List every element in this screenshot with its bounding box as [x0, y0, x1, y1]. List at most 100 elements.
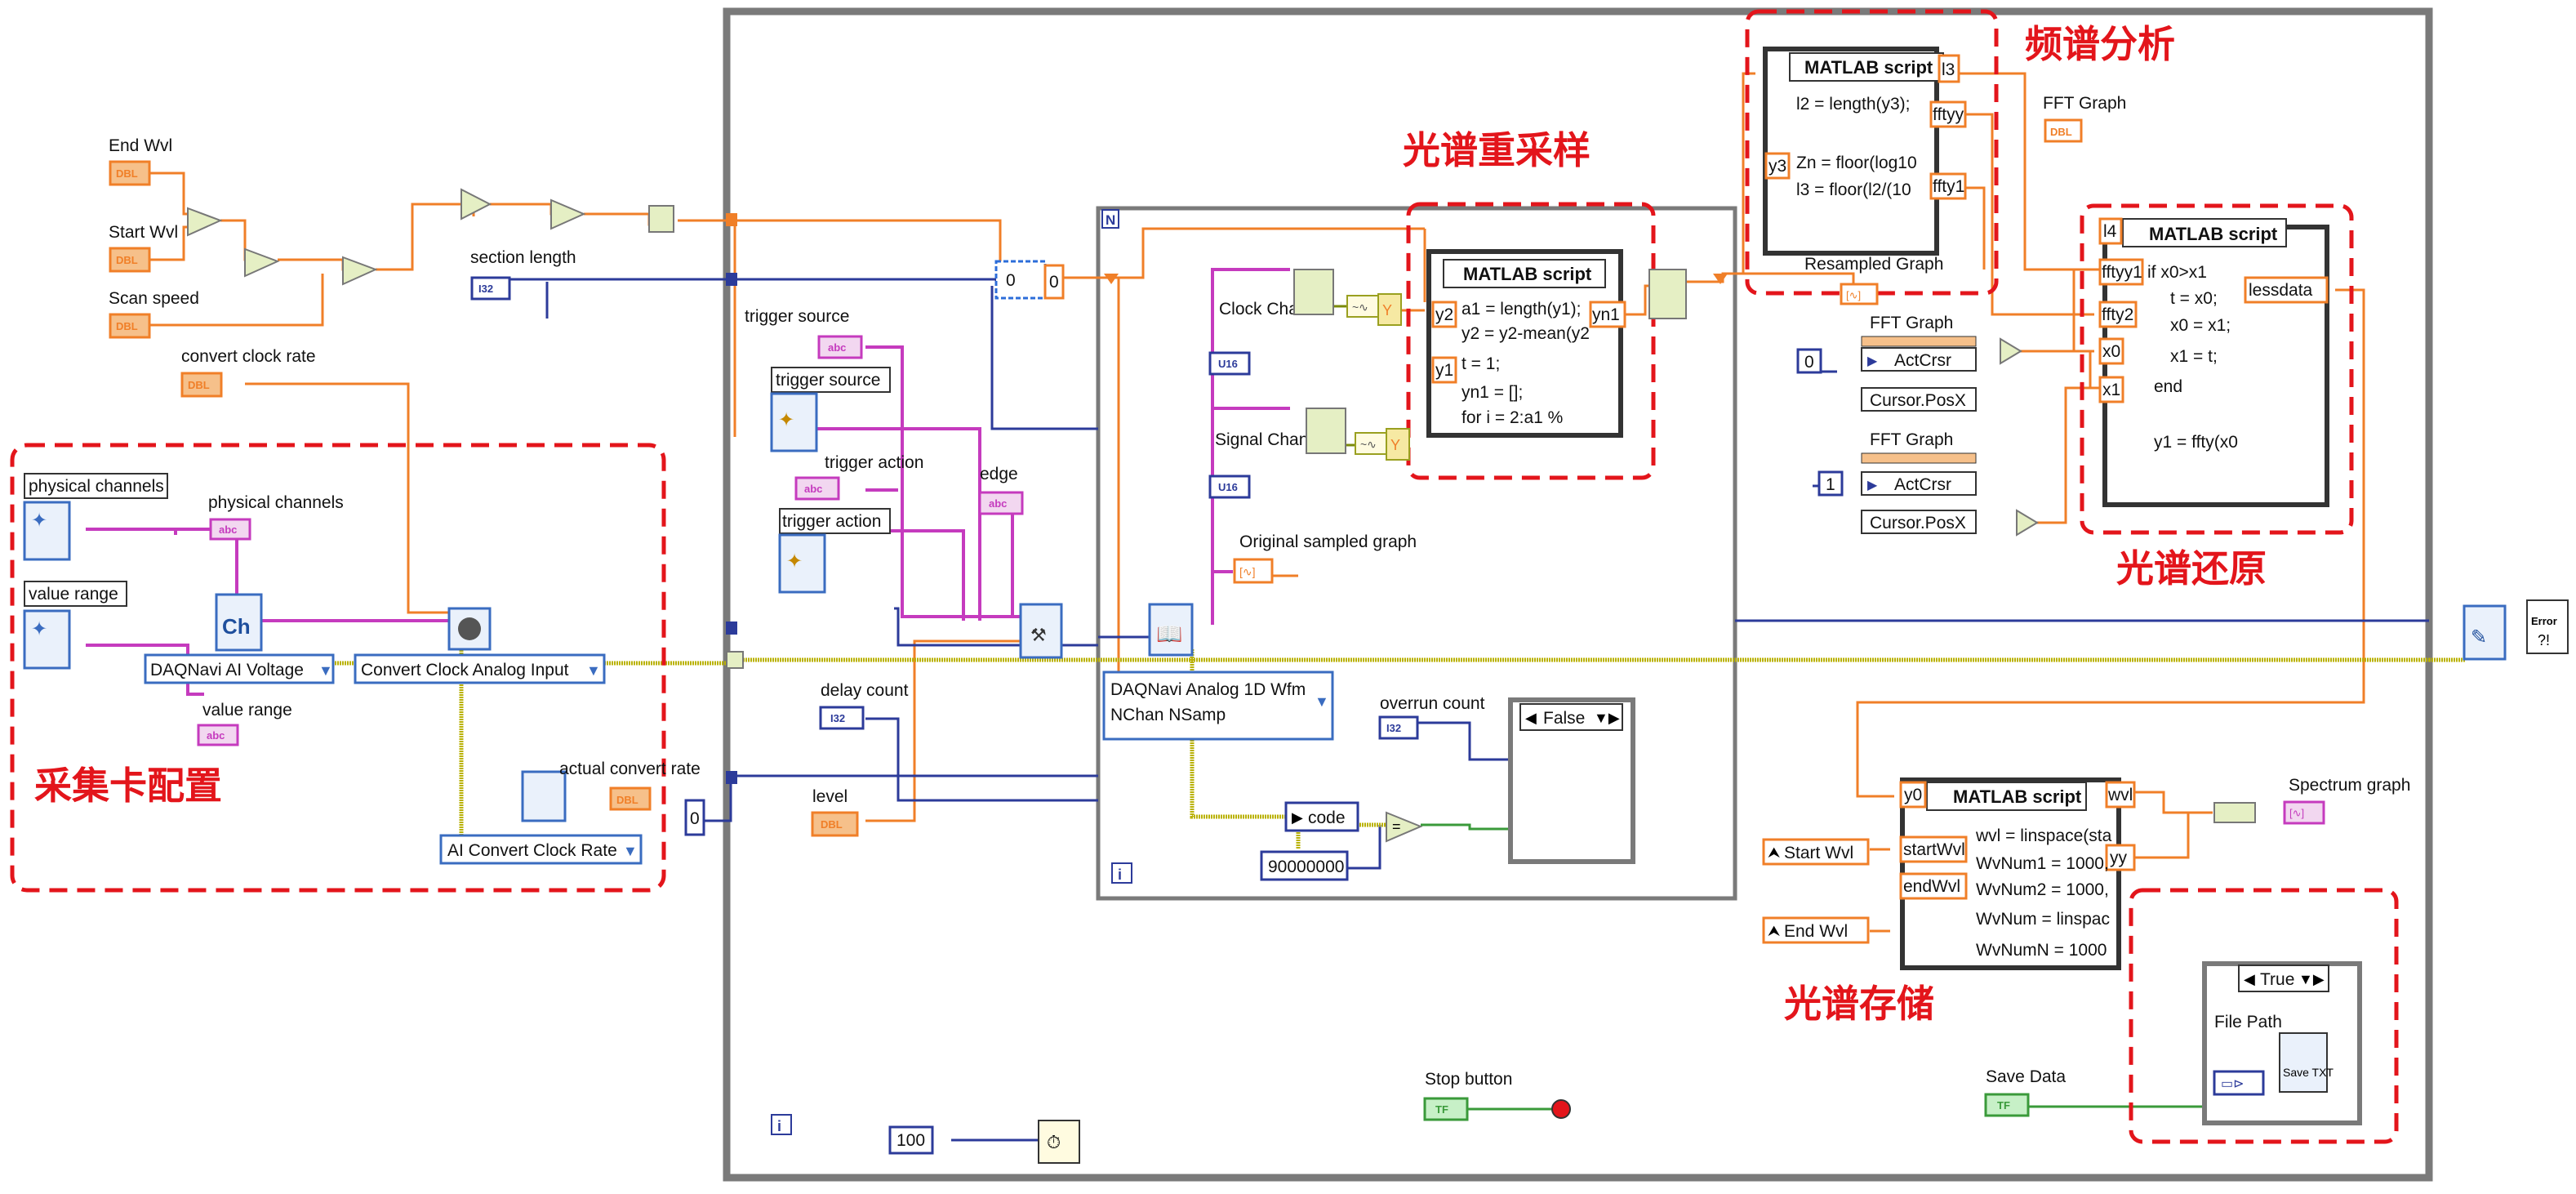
- svg-text:DAQNavi Analog 1D Wfm: DAQNavi Analog 1D Wfm: [1110, 680, 1306, 699]
- svg-text:y2: y2: [1435, 305, 1453, 324]
- svg-text:Cursor.PosX: Cursor.PosX: [1870, 391, 1966, 410]
- wait-ms-icon[interactable]: ⏱: [1038, 1120, 1080, 1164]
- svg-text:DBL: DBL: [188, 379, 210, 391]
- end-wvl-local[interactable]: ⮝ End Wvl: [1762, 916, 1870, 944]
- trigger-source-indicator: trigger source abc: [745, 307, 863, 359]
- daqnavi-clear-icon[interactable]: ✎: [2463, 604, 2507, 661]
- stop-button-control[interactable]: Stop button TF: [1423, 1070, 1571, 1121]
- index-array-node[interactable]: 0 0: [994, 260, 1119, 300]
- svg-text:abc: abc: [219, 523, 237, 536]
- start-wvl-control[interactable]: Start Wvl DBL: [109, 223, 178, 273]
- svg-text:I32: I32: [830, 712, 845, 724]
- svg-text:✦: ✦: [778, 409, 794, 431]
- physical-channels-node[interactable]: physical channels ✦: [23, 473, 168, 561]
- svg-text:FFT Graph: FFT Graph: [1870, 314, 1953, 332]
- scan-speed-control[interactable]: Scan speed DBL: [109, 289, 199, 339]
- svg-text:value range: value range: [29, 585, 118, 604]
- original-sampled-graph: Original sampled graph [∿]: [1233, 532, 1417, 584]
- svg-text:WvNum1 = 1000,: WvNum1 = 1000,: [1976, 854, 2109, 873]
- svg-text:Cursor.PosX: Cursor.PosX: [1870, 514, 1966, 532]
- daqnavi-read-icon[interactable]: 📖: [1148, 603, 1194, 657]
- ai-voltage-select[interactable]: DAQNavi AI Voltage ▼: [144, 653, 335, 684]
- signal-index-node[interactable]: ~∿ Y: [1306, 408, 1410, 461]
- level-control[interactable]: level DBL: [811, 787, 859, 837]
- wait-constant[interactable]: 100: [888, 1125, 934, 1155]
- for-loop-frame[interactable]: [1096, 206, 1737, 901]
- error-handler-icon[interactable]: Error ?!: [2526, 599, 2569, 654]
- svg-text:abc: abc: [989, 497, 1007, 510]
- trigger-source-node[interactable]: trigger source ✦: [770, 367, 891, 452]
- svg-text:DBL: DBL: [116, 254, 138, 266]
- value-range-node[interactable]: value range ✦: [23, 581, 127, 670]
- convert-clock-node[interactable]: [447, 607, 492, 651]
- case-structure-false[interactable]: ◀ False ▼▶: [1508, 697, 1635, 864]
- code-unbundle-node[interactable]: ▶ code =: [1284, 801, 1423, 843]
- label-resample: 光谱重采样: [1403, 129, 1591, 172]
- end-wvl-control[interactable]: End Wvl DBL: [109, 136, 172, 186]
- svg-text:startWvl: startWvl: [1903, 840, 1965, 859]
- svg-text:Convert Clock Analog Input: Convert Clock Analog Input: [361, 661, 569, 679]
- svg-text:◀: ◀: [1525, 710, 1537, 726]
- svg-text:y2 = y2-mean(y2: y2 = y2-mean(y2: [1462, 324, 1590, 343]
- code-constant[interactable]: 90000000: [1260, 850, 1349, 881]
- svg-text:yn1: yn1: [1592, 305, 1620, 324]
- while-loop-frame[interactable]: [723, 7, 2433, 1182]
- build-array-node[interactable]: [1648, 269, 1728, 319]
- svg-text:Zn = floor(log10: Zn = floor(log10: [1796, 154, 1917, 172]
- daqnavi-trigger-icon[interactable]: ⚒: [1019, 603, 1063, 659]
- save-txt-icon[interactable]: Save TXT: [2279, 1032, 2334, 1093]
- svg-text:y1 = ffty(x0: y1 = ffty(x0: [2154, 433, 2238, 452]
- svg-text:TF: TF: [1435, 1103, 1448, 1116]
- clock-index-node[interactable]: ~∿ Y: [1293, 269, 1402, 326]
- svg-text:DBL: DBL: [821, 818, 843, 831]
- svg-text:~∿: ~∿: [1352, 301, 1368, 314]
- matlab-store-node[interactable]: MATLAB script y0 startWvl endWvl wvl yy …: [1899, 777, 2136, 970]
- convert-clock-select[interactable]: Convert Clock Analog Input ▼: [354, 653, 606, 684]
- svg-text:DBL: DBL: [116, 167, 138, 180]
- svg-text:value range: value range: [202, 701, 292, 720]
- save-data-control[interactable]: Save Data TF: [1984, 1067, 2066, 1117]
- ai-convert-clock-select[interactable]: AI Convert Clock Rate ▼: [439, 834, 643, 865]
- svg-text:convert clock rate: convert clock rate: [181, 347, 316, 366]
- fft-graph-property-2[interactable]: 1 FFT Graph ▶ ActCrsr Cursor.PosX: [1817, 430, 2039, 537]
- matlab-restore-node[interactable]: MATLAB script l4 fftyy1 ffty2 x0 x1 less…: [2098, 217, 2329, 507]
- svg-text:1: 1: [1826, 475, 1835, 494]
- svg-text:x0: x0: [2102, 342, 2120, 361]
- svg-text:End Wvl: End Wvl: [109, 136, 172, 155]
- svg-text:yy: yy: [2110, 849, 2128, 867]
- svg-text:📖: 📖: [1156, 622, 1182, 646]
- convert-clock-rate-control[interactable]: convert clock rate DBL: [180, 347, 316, 398]
- signal-channel-control[interactable]: Signal Channel U16: [1208, 430, 1331, 499]
- svg-text:WvNum = linspac: WvNum = linspac: [1976, 910, 2110, 929]
- actual-convert-rate-node: actual convert rate DBL: [521, 760, 701, 822]
- svg-text:100: 100: [896, 1131, 925, 1150]
- svg-text:✦: ✦: [786, 550, 803, 572]
- svg-text:trigger source: trigger source: [745, 307, 849, 326]
- start-wvl-local[interactable]: ⮝ Start Wvl: [1762, 838, 1870, 866]
- svg-text:DBL: DBL: [616, 794, 638, 806]
- svg-text:for i = 2:a1 %: for i = 2:a1 %: [1462, 408, 1563, 427]
- svg-text:⮝: ⮝: [1768, 923, 1780, 939]
- daqnavi-config-icon[interactable]: Ch: [215, 593, 263, 652]
- section-length-indicator: section length I32: [470, 248, 576, 301]
- svg-text:Save Data: Save Data: [1986, 1067, 2066, 1086]
- svg-text:overrun count: overrun count: [1380, 694, 1485, 713]
- svg-text:I32: I32: [478, 283, 493, 295]
- analog-wfm-select[interactable]: DAQNavi Analog 1D Wfm NChan NSamp ▼: [1102, 671, 1334, 741]
- zero-constant[interactable]: 0: [684, 799, 705, 836]
- svg-text:l4: l4: [2103, 222, 2117, 241]
- svg-text:y1: y1: [1435, 361, 1453, 380]
- trigger-action-node[interactable]: trigger action ✦: [778, 508, 891, 594]
- case-structure-true[interactable]: ◀ True ▼▶ File Path ▭⊳: [2202, 961, 2362, 1125]
- svg-text:File Path: File Path: [2214, 1013, 2282, 1031]
- svg-text:MATLAB script: MATLAB script: [1463, 264, 1592, 284]
- value-range-indicator: value range abc: [197, 701, 292, 746]
- svg-text:abc: abc: [207, 729, 225, 742]
- label-storage: 光谱存储: [1784, 982, 1934, 1025]
- matlab-resample-node[interactable]: MATLAB script y2 y1 yn1 a1 = length(y1);…: [1426, 249, 1626, 438]
- for-loop-i-label: i: [1118, 867, 1122, 883]
- svg-text:end: end: [2154, 377, 2182, 396]
- svg-text:▭⊳: ▭⊳: [2221, 1077, 2245, 1091]
- fft-graph-property-1[interactable]: 0 FFT Graph ▶ ActCrsr Cursor.PosX: [1796, 314, 2022, 412]
- matlab-fft-node[interactable]: MATLAB script l3 fftyy ffty1 y3 l2 = len…: [1763, 47, 1967, 305]
